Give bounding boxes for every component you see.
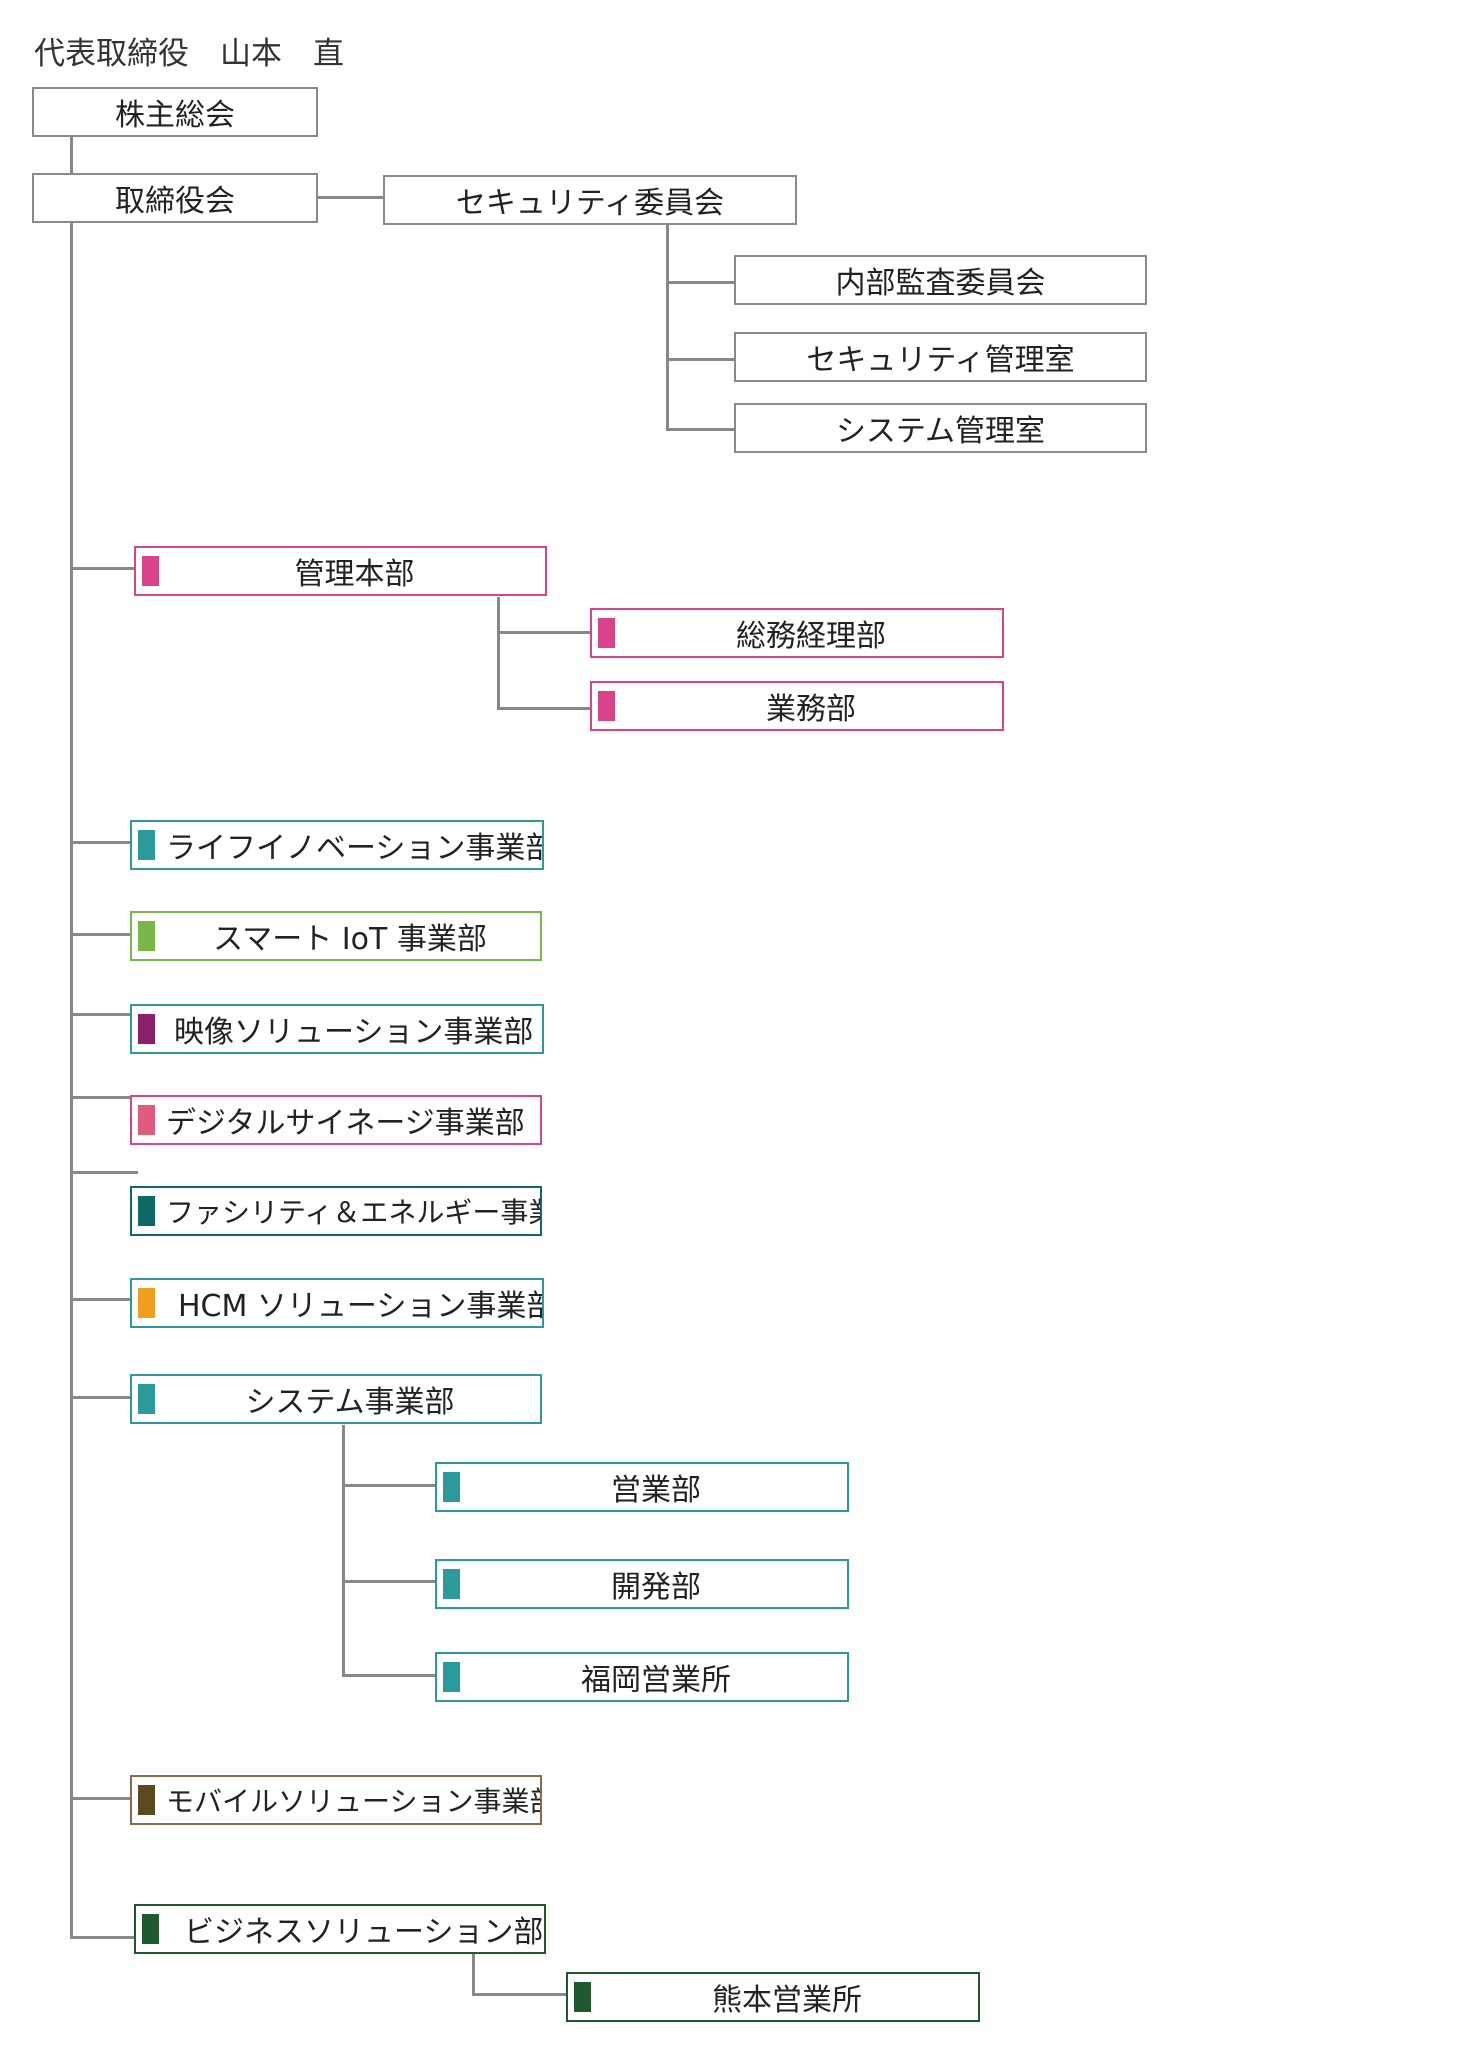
node-label: 映像ソリューション事業部 — [174, 1015, 534, 1050]
connector-business-trunk — [472, 1954, 475, 1996]
node-business-solution: ビジネスソリューション部 — [134, 1904, 546, 1954]
node-system-jigyo: システム事業部 — [130, 1374, 542, 1424]
node-label: ライフイノベーション事業部 — [166, 831, 544, 866]
ceo-label: 代表取締役 山本 直 — [34, 36, 344, 72]
connector-to-smart — [70, 933, 132, 936]
node-label: 営業部 — [611, 1473, 701, 1508]
node-label: 取締役会 — [115, 184, 235, 219]
node-security-iinkai: セキュリティ委員会 — [383, 175, 797, 225]
accent-marker — [443, 1662, 460, 1692]
connector-to-business — [70, 1936, 136, 1939]
node-gyomu-bu: 業務部 — [590, 681, 1004, 731]
node-kumamoto-eigyosho: 熊本営業所 — [566, 1972, 980, 2022]
node-label: 福岡営業所 — [581, 1663, 731, 1698]
node-label: 業務部 — [766, 692, 856, 727]
node-mobile-solution: モバイルソリューション事業部 — [130, 1775, 542, 1825]
connector-kanri-trunk — [497, 597, 500, 710]
node-life-innovation: ライフイノベーション事業部 — [130, 820, 544, 870]
node-label: システム管理室 — [835, 414, 1046, 449]
node-kaihatsu-bu: 開発部 — [435, 1559, 849, 1609]
accent-marker — [138, 1196, 155, 1226]
accent-marker — [443, 1472, 460, 1502]
connector-to-system-kanri — [666, 428, 736, 431]
connector-to-life — [70, 841, 132, 844]
connector-to-somu — [497, 631, 592, 634]
accent-marker — [138, 1384, 155, 1414]
node-label: モバイルソリューション事業部 — [166, 1785, 542, 1818]
accent-marker — [443, 1569, 460, 1599]
accent-marker — [138, 1288, 155, 1318]
connector-system-trunk — [342, 1425, 345, 1677]
connector-to-kaihatsu — [342, 1580, 437, 1583]
connector-board-to-security — [318, 196, 383, 199]
connector-to-eigyo — [342, 1484, 437, 1487]
node-label: 管理本部 — [294, 557, 415, 592]
accent-marker — [142, 1914, 159, 1944]
connector-to-security-kanri — [666, 358, 736, 361]
accent-marker — [138, 1014, 155, 1044]
node-eizo-solution: 映像ソリューション事業部 — [130, 1004, 544, 1054]
node-naibu-kansa-iinkai: 内部監査委員会 — [734, 255, 1147, 305]
connector-to-mobile — [70, 1797, 132, 1800]
node-label: 内部監査委員会 — [835, 266, 1046, 301]
connector-main-trunk — [70, 137, 73, 1939]
connector-to-naibu — [666, 281, 736, 284]
accent-marker — [138, 921, 155, 951]
connector-to-eizo — [70, 1013, 132, 1016]
node-label: スマート IoT 事業部 — [213, 922, 487, 957]
node-torishimariyakukai: 取締役会 — [32, 173, 318, 223]
accent-marker — [598, 691, 615, 721]
connector-to-hcm — [70, 1298, 132, 1301]
node-smart-iot: スマート IoT 事業部 — [130, 911, 542, 961]
accent-marker — [138, 1785, 155, 1815]
accent-marker — [574, 1982, 591, 2012]
connector-to-fukuoka — [342, 1674, 437, 1677]
connector-to-digital — [70, 1096, 134, 1099]
accent-marker — [598, 618, 615, 648]
connector-security-trunk — [666, 225, 669, 431]
node-label: セキュリティ委員会 — [455, 186, 725, 221]
node-kanri-honbu: 管理本部 — [134, 546, 547, 596]
node-label: システム事業部 — [245, 1385, 455, 1420]
node-eigyo-bu: 営業部 — [435, 1462, 849, 1512]
node-digital-signage: デジタルサイネージ事業部 — [130, 1095, 542, 1145]
connector-to-gyomu — [497, 707, 592, 710]
node-fukuoka-eigyosho: 福岡営業所 — [435, 1652, 849, 1702]
node-kabunushi-sokai: 株主総会 — [32, 87, 318, 137]
node-label: セキュリティ管理室 — [806, 343, 1075, 378]
connector-to-facility — [70, 1171, 138, 1174]
connector-to-kumamoto — [472, 1993, 567, 1996]
node-label: 熊本営業所 — [712, 1983, 862, 2018]
accent-marker — [142, 556, 159, 586]
accent-marker — [138, 1105, 155, 1135]
node-security-kanrishitsu: セキュリティ管理室 — [734, 332, 1147, 382]
connector-to-system-jigyo — [70, 1396, 132, 1399]
node-label: デジタルサイネージ事業部 — [166, 1106, 525, 1141]
node-label: ビジネスソリューション部 — [184, 1915, 544, 1950]
node-facility-energy: ファシリティ＆エネルギー事業部 — [130, 1186, 542, 1236]
node-system-kanrishitsu: システム管理室 — [734, 403, 1147, 453]
node-label: 株主総会 — [115, 98, 235, 133]
node-label: 総務経理部 — [736, 619, 886, 654]
node-label: 開発部 — [611, 1570, 701, 1605]
accent-marker — [138, 830, 155, 860]
node-label: ファシリティ＆エネルギー事業部 — [166, 1196, 540, 1229]
node-hcm-solution: HCM ソリューション事業部 — [130, 1278, 544, 1328]
node-label: HCM ソリューション事業部 — [178, 1289, 544, 1324]
node-somu-keiri-bu: 総務経理部 — [590, 608, 1004, 658]
connector-to-kanri-honbu — [70, 567, 136, 570]
